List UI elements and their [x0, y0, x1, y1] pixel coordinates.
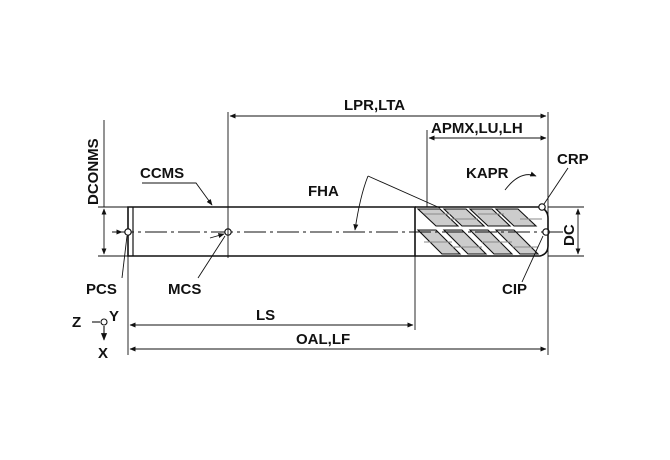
cip-leader [521, 235, 544, 283]
crp-leader [543, 167, 569, 205]
label-fha: FHA [308, 183, 339, 200]
fha-arc [353, 175, 369, 231]
label-lpr-lta: LPR,LTA [344, 97, 405, 114]
pcs-leader [121, 235, 128, 279]
label-cip: CIP [502, 281, 527, 298]
mcs-leader [197, 235, 226, 279]
label-apmx-lu-lh: APMX,LU,LH [431, 120, 523, 137]
leaders [116, 167, 569, 283]
fha-helix-line [367, 175, 441, 209]
ccms-leader [142, 182, 213, 206]
label-mcs: MCS [168, 281, 201, 298]
dimension-lines [101, 113, 581, 352]
label-oal-lf: OAL,LF [296, 331, 350, 348]
crp-point [538, 203, 546, 211]
kapr-arc [504, 171, 537, 191]
label-axis-y: Y [109, 308, 119, 325]
label-dc: DC [561, 224, 578, 246]
label-ls: LS [256, 307, 275, 324]
label-axis-x: X [98, 345, 108, 362]
labels: LPR,LTA APMX,LU,LH DCONMS CCMS FHA KAPR … [72, 97, 589, 362]
axis-triad [92, 318, 108, 341]
label-dconms: DCONMS [85, 138, 102, 205]
axis-origin [100, 318, 108, 326]
shank-outline [127, 206, 416, 257]
label-axis-z: Z [72, 314, 81, 331]
label-kapr: KAPR [466, 165, 509, 182]
angle-arcs [353, 171, 537, 231]
label-pcs: PCS [86, 281, 117, 298]
label-ccms: CCMS [140, 165, 184, 182]
extension-lines [98, 112, 584, 355]
flutes [416, 208, 542, 255]
pcs-point [124, 228, 132, 236]
label-crp: CRP [557, 151, 589, 168]
